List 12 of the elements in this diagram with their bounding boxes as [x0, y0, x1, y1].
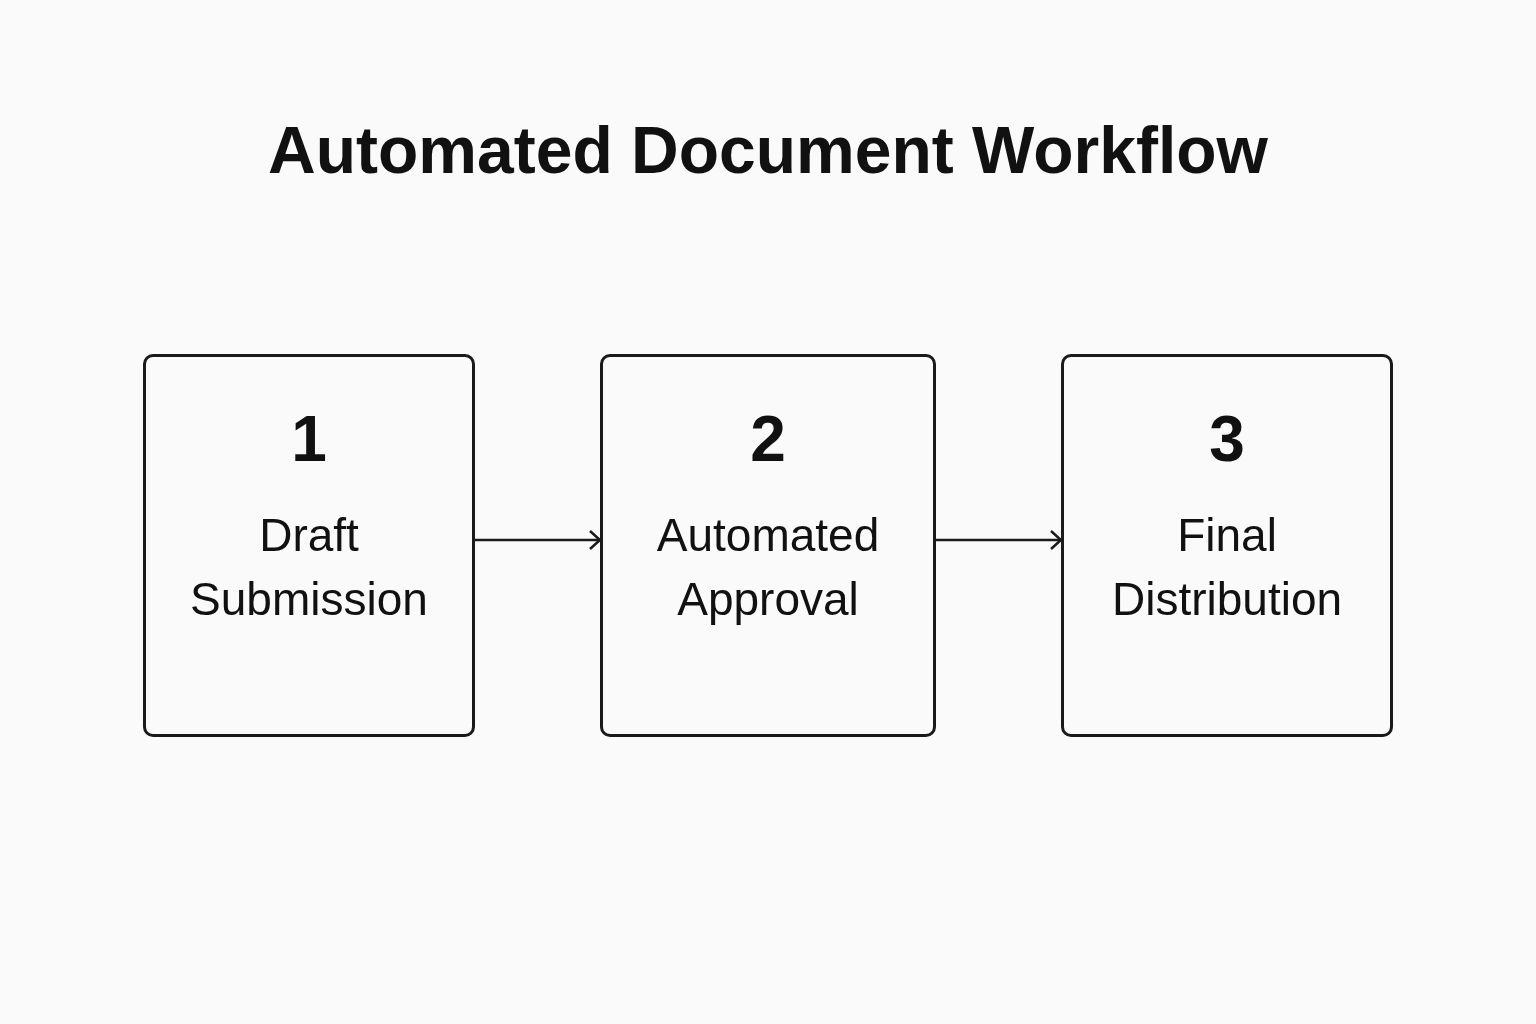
arrow: [475, 529, 602, 551]
step-label: Automated Approval: [655, 508, 881, 627]
step-number: 2: [750, 407, 786, 471]
step-label: Final Distribution: [1110, 508, 1344, 627]
step-number: 3: [1209, 407, 1245, 471]
diagram-title: Automated Document Workflow: [267, 112, 1269, 188]
step-box: [600, 354, 936, 737]
step-box: [143, 354, 475, 737]
step-number: 1: [291, 407, 327, 471]
step-box: [1061, 354, 1393, 737]
arrow: [936, 529, 1063, 551]
step-label: Draft Submission: [189, 508, 429, 627]
